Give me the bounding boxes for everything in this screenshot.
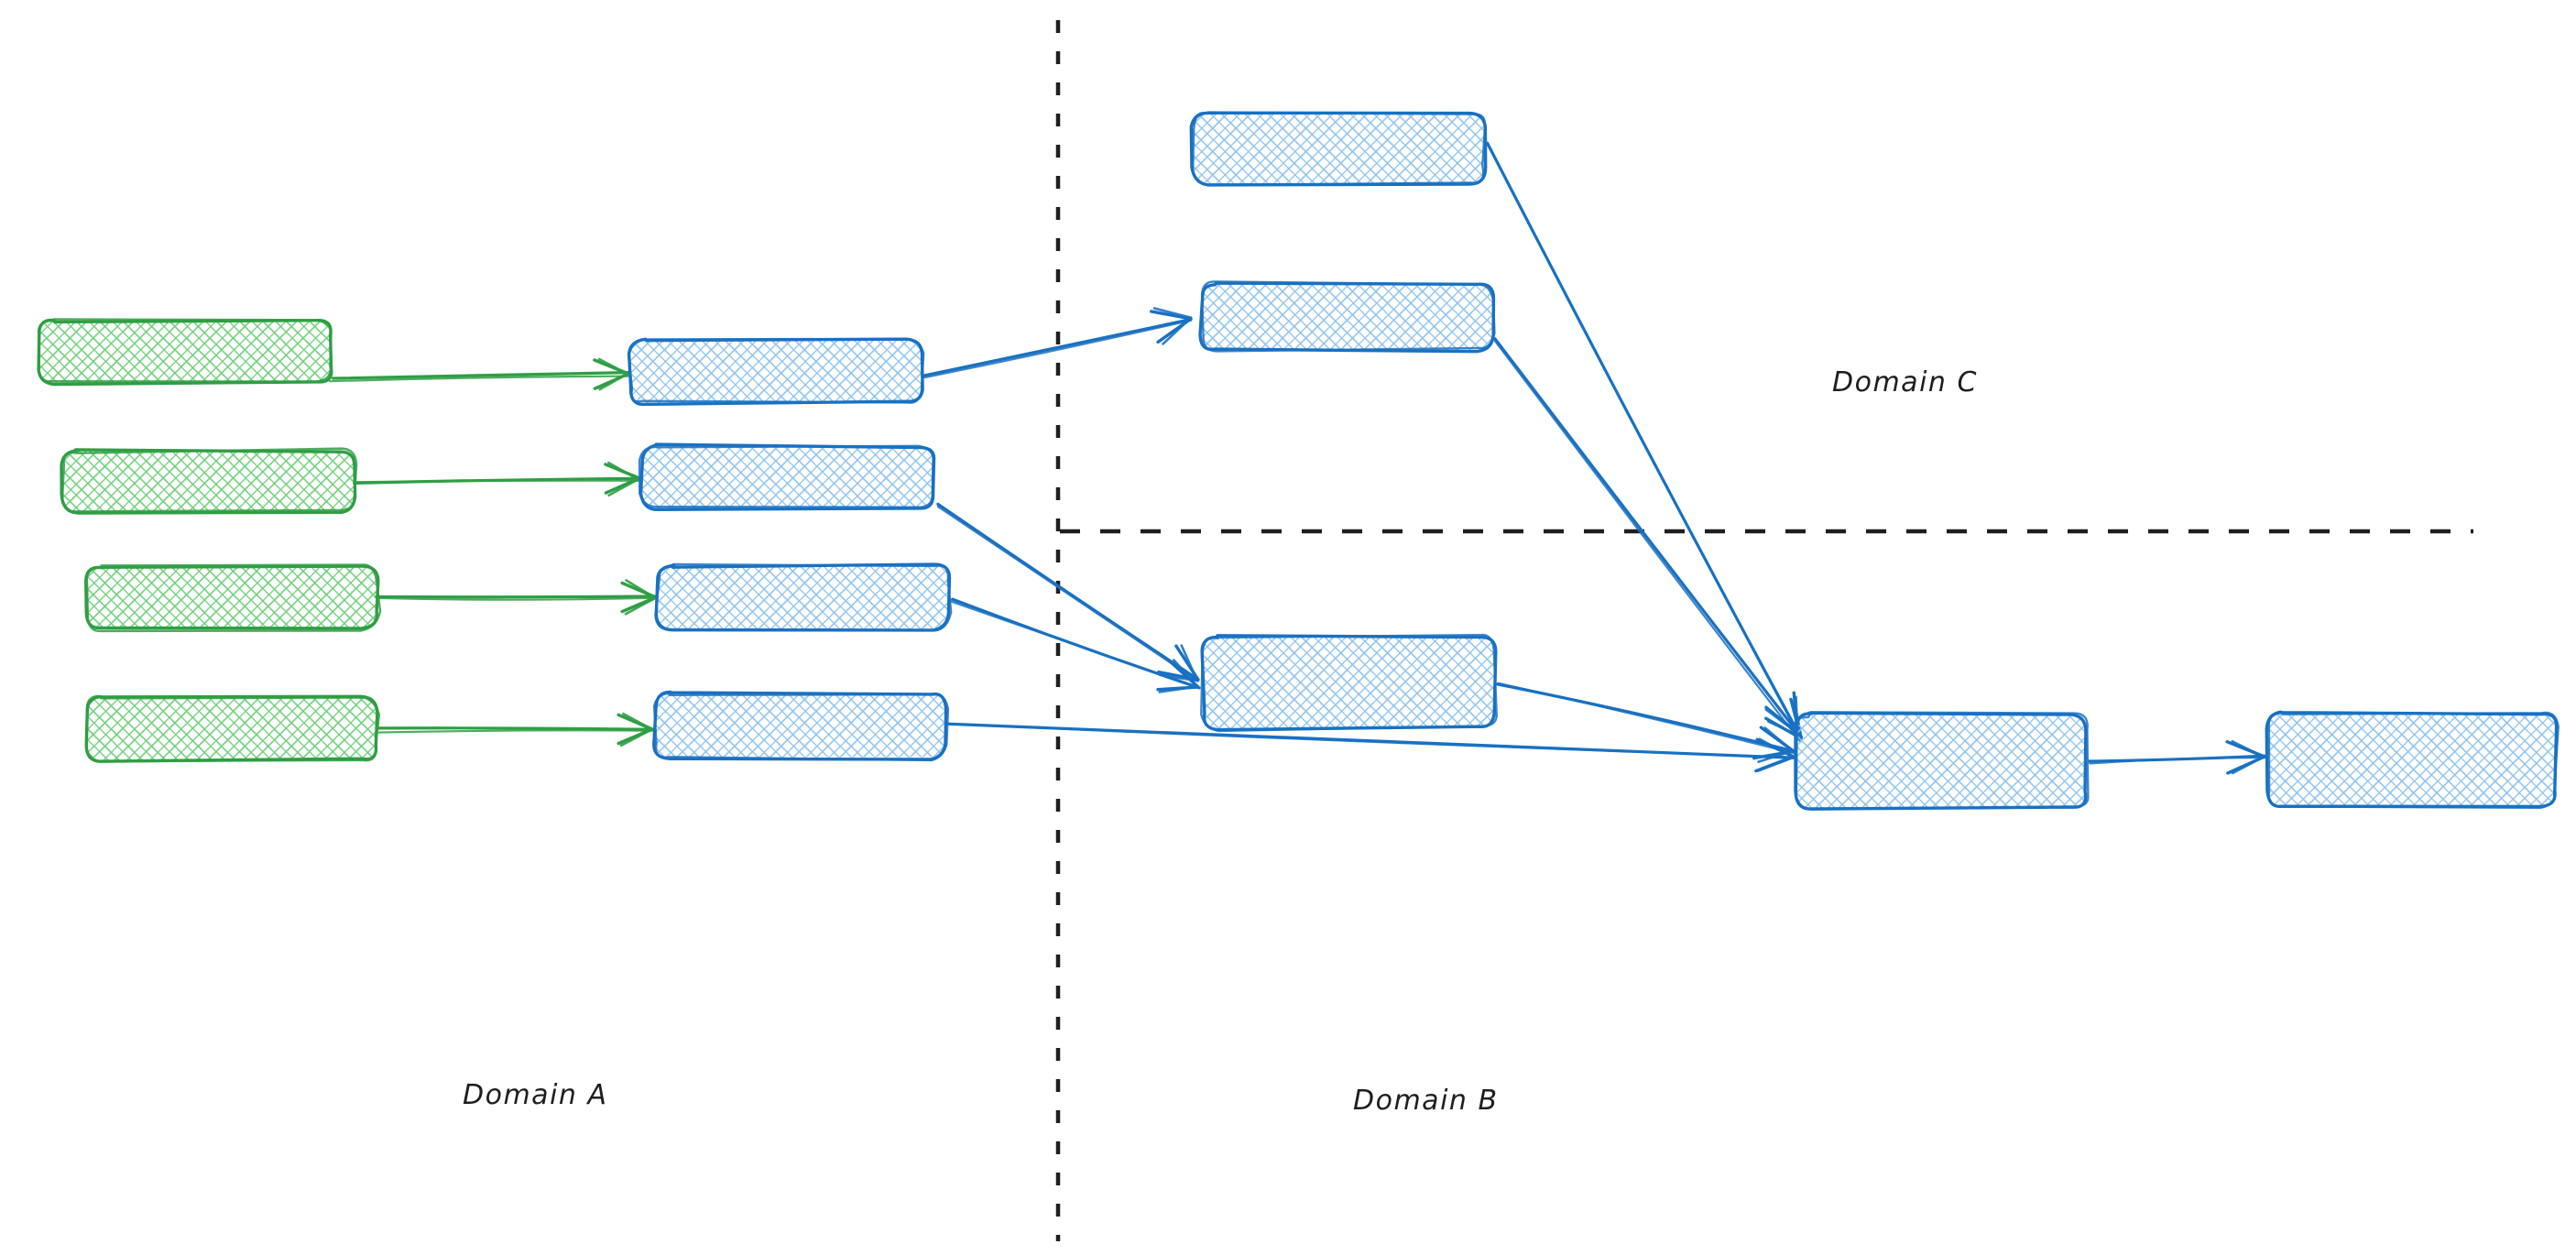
node-outline-2 bbox=[1200, 633, 1498, 733]
node-c2[interactable] bbox=[1198, 280, 1496, 354]
edge-e-a4-b4 bbox=[375, 712, 655, 748]
node-fill-b bbox=[1795, 714, 2087, 808]
edge-e-c1-d1 bbox=[1486, 141, 1799, 736]
node-fill-b bbox=[2267, 713, 2557, 807]
dividers-layer bbox=[1055, 20, 2473, 1241]
node-fill-b bbox=[630, 340, 922, 404]
edge-e-a3-b3 bbox=[374, 579, 658, 616]
node-outline-2 bbox=[2267, 710, 2560, 810]
node-fill-b bbox=[85, 565, 378, 628]
node-fill-b bbox=[640, 445, 935, 509]
domain-c-label: Domain C bbox=[1832, 366, 1978, 398]
edge-e-b1-c2 bbox=[921, 307, 1193, 379]
edge-e-c3-d1 bbox=[1495, 682, 1796, 763]
node-fill-b bbox=[85, 697, 378, 761]
node-fill-b bbox=[1202, 283, 1493, 351]
node-c3[interactable] bbox=[1200, 633, 1498, 733]
node-fill-b bbox=[38, 320, 333, 383]
edge-e-b4-d1 bbox=[944, 722, 1796, 773]
node-a3[interactable] bbox=[84, 563, 382, 633]
node-fill-b bbox=[1202, 636, 1494, 729]
node-d1[interactable] bbox=[1793, 711, 2090, 811]
node-a2[interactable] bbox=[60, 447, 358, 515]
node-fill-b bbox=[657, 565, 950, 629]
node-outline-2 bbox=[60, 447, 358, 513]
node-b4[interactable] bbox=[652, 690, 950, 762]
node-outline-2 bbox=[37, 318, 333, 383]
domain-a-label: Domain A bbox=[463, 1079, 608, 1111]
node-b2[interactable] bbox=[638, 442, 936, 511]
arrow-head bbox=[1157, 644, 1200, 682]
node-c1[interactable] bbox=[1189, 111, 1488, 187]
arrow-head bbox=[1752, 726, 1796, 763]
node-a4[interactable] bbox=[84, 694, 381, 763]
node-outline-2 bbox=[627, 337, 925, 404]
arrow-head bbox=[2225, 740, 2266, 775]
node-b3[interactable] bbox=[654, 562, 953, 632]
node-e1[interactable] bbox=[2265, 710, 2560, 810]
node-outline-2 bbox=[1793, 711, 2090, 810]
nodes-layer bbox=[37, 111, 2560, 811]
arrow-head bbox=[593, 357, 630, 391]
edge-e-b2-c3 bbox=[936, 502, 1200, 682]
node-fill-b bbox=[1193, 114, 1485, 184]
node-a1[interactable] bbox=[37, 318, 333, 387]
edge-e-d1-e1 bbox=[2087, 740, 2266, 775]
arrow-head bbox=[1150, 307, 1193, 345]
node-outline-2 bbox=[1191, 111, 1487, 187]
node-fill-b bbox=[653, 693, 946, 758]
node-outline-2 bbox=[84, 694, 381, 763]
arrow-head bbox=[1156, 658, 1200, 693]
node-outline-2 bbox=[1200, 280, 1496, 353]
node-outline-2 bbox=[652, 692, 950, 762]
edge-e-a2-b2 bbox=[353, 461, 641, 497]
node-outline-2 bbox=[654, 562, 953, 632]
node-outline-2 bbox=[638, 444, 934, 508]
node-b1[interactable] bbox=[627, 337, 925, 407]
arrow-head bbox=[617, 712, 654, 748]
edge-e-b3-c3 bbox=[948, 597, 1201, 693]
edge-e-c2-d1 bbox=[1493, 337, 1804, 743]
domain-b-label: Domain B bbox=[1353, 1085, 1499, 1117]
node-outline-2 bbox=[85, 563, 382, 633]
edge-e-a1-b1 bbox=[329, 357, 630, 391]
node-fill-b bbox=[61, 450, 356, 512]
